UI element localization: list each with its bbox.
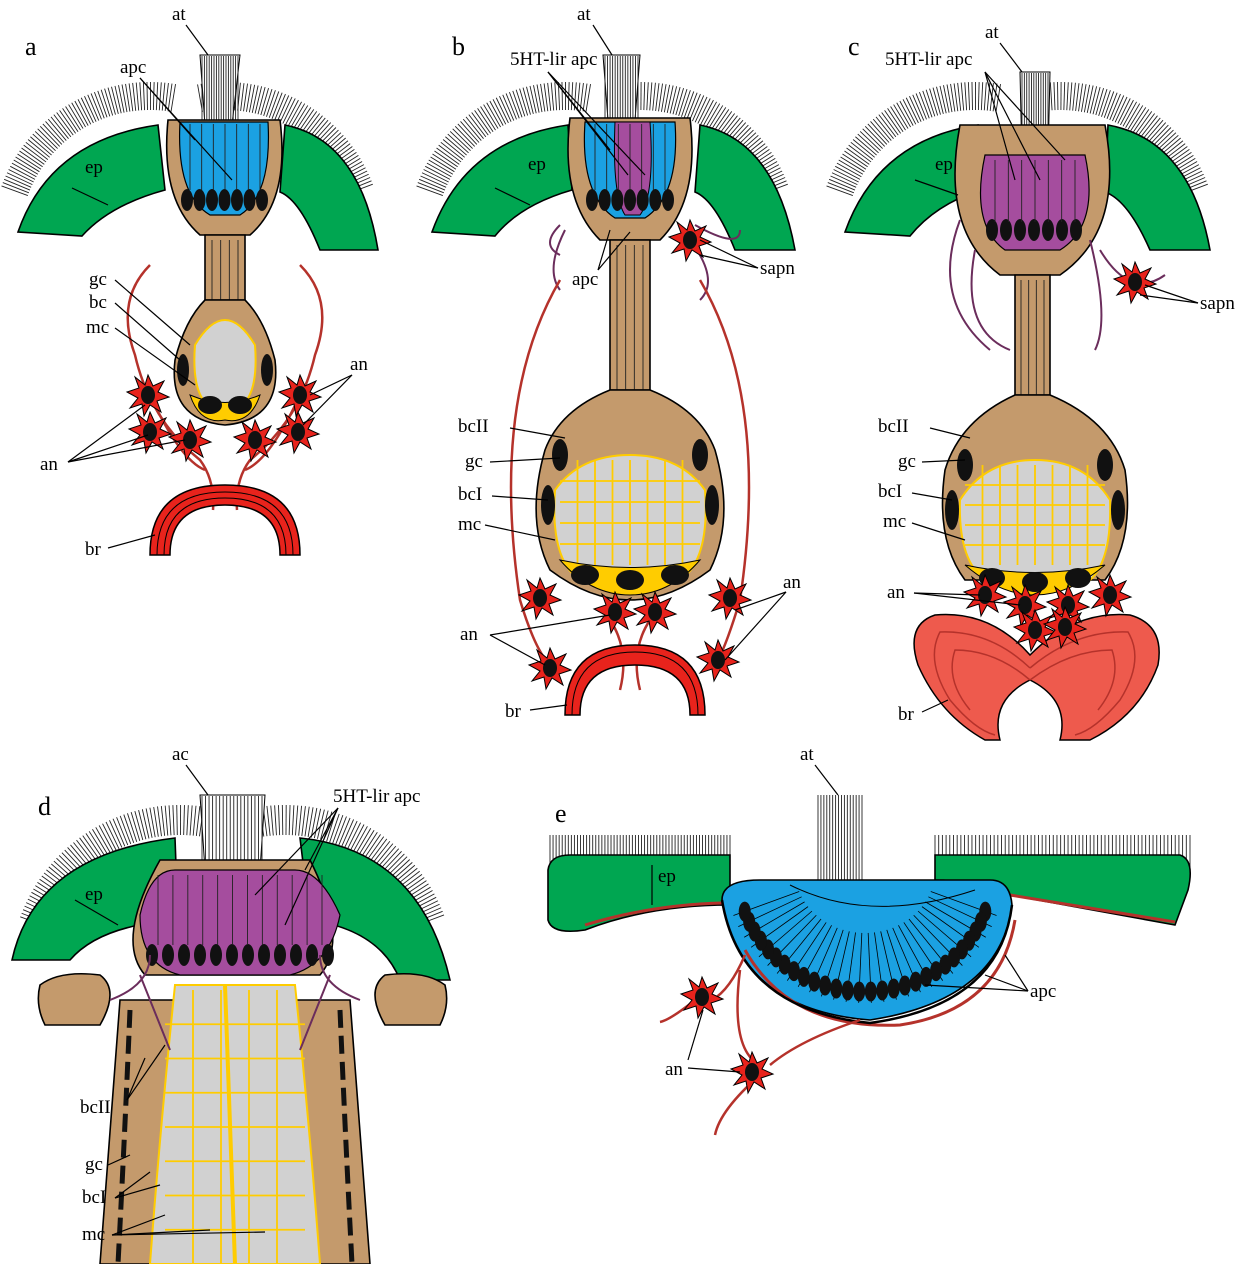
panel-b-sapn-neuron xyxy=(669,220,711,261)
panel-a-neuron xyxy=(279,375,321,416)
label-bcII: bcII xyxy=(878,416,909,437)
panel-letter: d xyxy=(38,792,51,821)
panel-a-apical-tuft xyxy=(200,55,240,125)
label-ep: ep xyxy=(85,157,103,178)
label-ac: ac xyxy=(172,744,189,765)
label-sapn: sapn xyxy=(760,258,795,279)
label-bcI: bcI xyxy=(458,484,482,505)
label-5ht-lir-apc: 5HT-lir apc xyxy=(885,49,972,70)
label-mc: mc xyxy=(82,1224,105,1245)
panel-d: d ac 5HT-lir apc ep bcII gc bcI mc xyxy=(12,744,450,1264)
panel-letter: c xyxy=(848,32,860,61)
label-mc: mc xyxy=(86,317,109,338)
panel-a-epidermis-left xyxy=(18,125,165,236)
panel-e: e at ep apc an xyxy=(548,744,1190,1135)
panel-letter: a xyxy=(25,32,37,61)
label-sapn: sapn xyxy=(1200,293,1235,314)
label-at: at xyxy=(985,22,999,43)
label-br: br xyxy=(898,704,915,725)
label-gc: gc xyxy=(85,1154,103,1175)
label-bcII: bcII xyxy=(80,1097,111,1118)
label-bcII: bcII xyxy=(458,416,489,437)
label-bcI: bcI xyxy=(82,1187,106,1208)
label-an: an xyxy=(665,1059,683,1080)
panel-a-neuron xyxy=(277,412,319,453)
label-mc: mc xyxy=(883,511,906,532)
panel-c: c at 5HT-lir apc ep sapn bcII gc bcI mc … xyxy=(827,22,1236,740)
label-mc: mc xyxy=(458,514,481,535)
label-5ht-lir-apc: 5HT-lir apc xyxy=(333,786,420,807)
panel-b: b at 5HT-lir apc ep apc sapn bcII gc bcI… xyxy=(417,4,802,722)
label-bc: bc xyxy=(89,292,107,313)
panel-letter: e xyxy=(555,799,567,828)
panel-a-neuron xyxy=(127,375,169,416)
panel-letter: b xyxy=(452,32,465,61)
label-5ht-lir-apc: 5HT-lir apc xyxy=(510,49,597,70)
label-an-left: an xyxy=(460,624,478,645)
label-at: at xyxy=(577,4,591,25)
label-ep: ep xyxy=(528,154,546,175)
label-gc: gc xyxy=(465,451,483,472)
label-at: at xyxy=(800,744,814,765)
label-br: br xyxy=(85,539,102,560)
label-bcI: bcI xyxy=(878,481,902,502)
panel-a-neck xyxy=(205,235,245,300)
label-gc: gc xyxy=(89,269,107,290)
label-apc: apc xyxy=(1030,981,1056,1002)
label-ep: ep xyxy=(85,884,103,905)
label-br: br xyxy=(505,701,522,722)
label-an-right: an xyxy=(350,354,368,375)
label-gc: gc xyxy=(898,451,916,472)
label-at: at xyxy=(172,4,186,25)
label-an: an xyxy=(887,582,905,603)
label-apc: apc xyxy=(120,57,146,78)
panel-a: a at apc ep gc bc mc an an br xyxy=(2,4,378,560)
label-ep: ep xyxy=(658,866,676,887)
label-an-left: an xyxy=(40,454,58,475)
panel-a-neuron xyxy=(169,420,211,461)
label-apc: apc xyxy=(572,269,598,290)
label-an-right: an xyxy=(783,572,801,593)
label-ep: ep xyxy=(935,154,953,175)
